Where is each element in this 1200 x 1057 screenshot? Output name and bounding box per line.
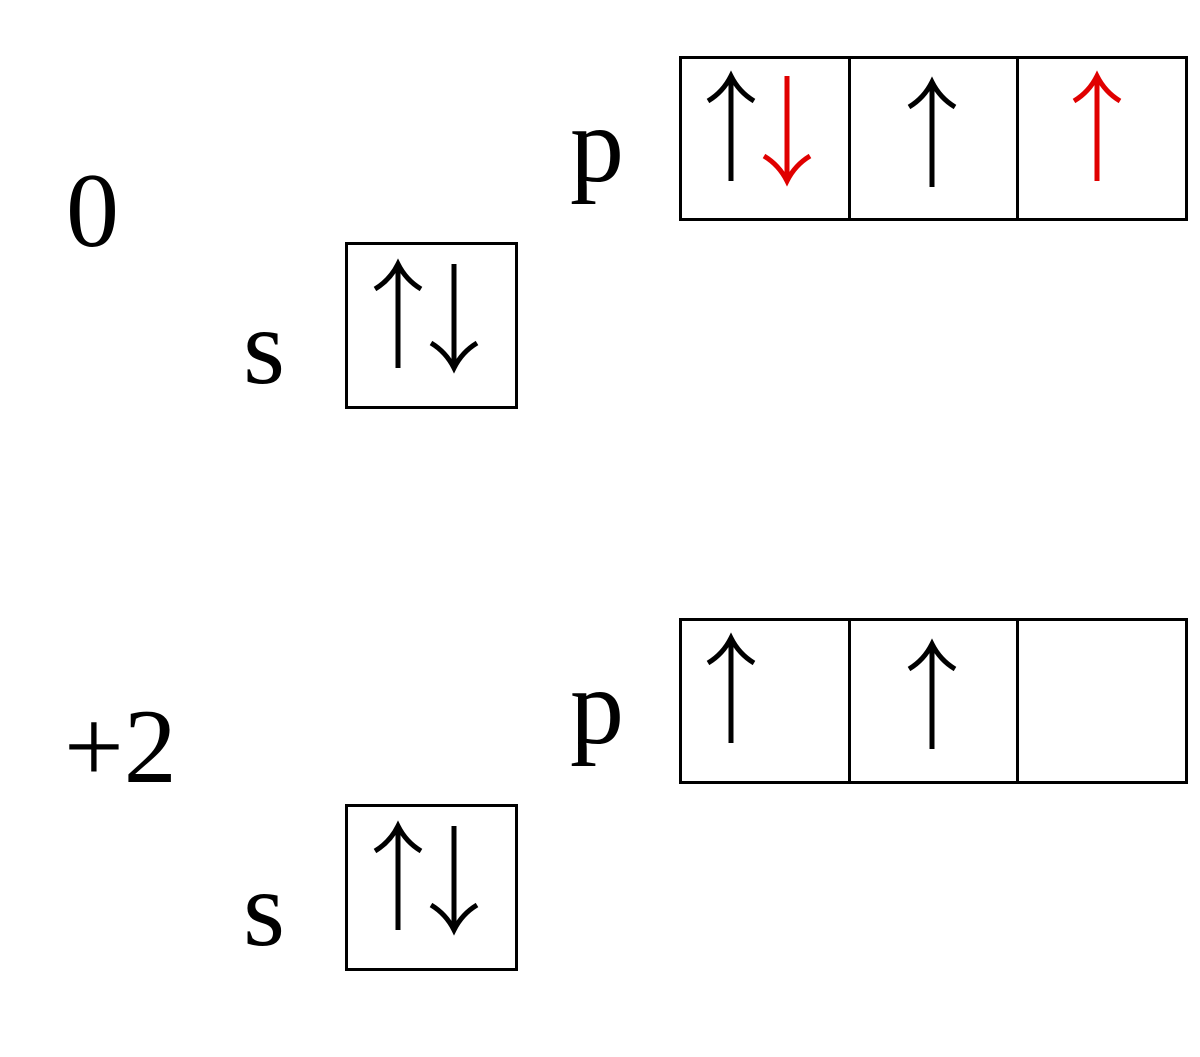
s-orbital-box-plus2: [345, 804, 518, 971]
p-orbital-box-3-neutral: [1016, 56, 1188, 221]
p-orbital-box-1-neutral: [679, 56, 851, 221]
p-orbital-label-neutral: p: [570, 86, 624, 205]
s-orbital-label-neutral: s: [243, 288, 286, 407]
s-orbital-label-plus2: s: [243, 850, 286, 969]
charge-label-neutral: 0: [66, 152, 119, 269]
p-orbital-label-plus2: p: [570, 648, 624, 767]
p-orbital-box-2-neutral: [848, 56, 1019, 221]
charge-label-plus2: +2: [64, 688, 177, 805]
p-orbital-box-2-plus2: [848, 618, 1019, 784]
s-orbital-box-neutral: [345, 242, 518, 409]
p-orbital-box-3-plus2: [1016, 618, 1188, 784]
p-orbital-box-1-plus2: [679, 618, 851, 784]
